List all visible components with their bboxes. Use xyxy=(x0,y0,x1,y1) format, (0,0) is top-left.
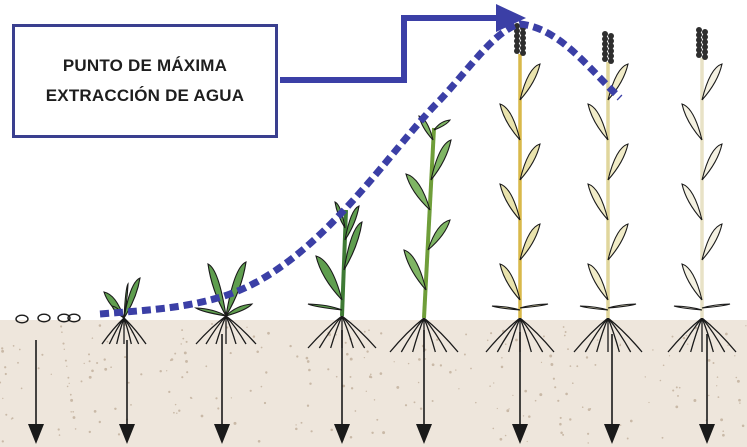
plant-stage-heading xyxy=(486,23,554,352)
plant-stage-grain-filling xyxy=(574,31,642,352)
plant-stage-maturity xyxy=(668,27,736,352)
wheat-spike xyxy=(602,31,614,64)
plants xyxy=(16,23,736,352)
water-extraction-curve xyxy=(100,24,620,314)
wheat-spike xyxy=(696,27,708,60)
plant-stage-seed xyxy=(16,314,80,323)
plant-stage-booting xyxy=(390,116,458,352)
